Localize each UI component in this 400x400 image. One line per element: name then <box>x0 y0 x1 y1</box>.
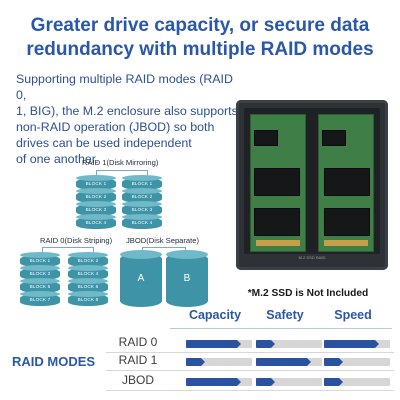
row-divider <box>106 390 394 391</box>
capacity-bar <box>186 358 252 366</box>
disk-block-label: BLOCK 3 <box>29 271 51 276</box>
header-safety: Safety <box>266 308 304 322</box>
speed-bar <box>324 378 390 386</box>
raid0-label: RAID 0(Disk Striping) <box>40 236 113 245</box>
safety-bar-fill <box>256 378 275 386</box>
disk-block-label: BLOCK 7 <box>29 297 51 302</box>
raid0-right-stack: BLOCK 2 BLOCK 4 BLOCK 6 BLOCK 8 <box>68 252 108 307</box>
capacity-bar <box>186 378 252 386</box>
ssd-chip <box>254 130 278 146</box>
disk-block: BLOCK 6 <box>68 278 108 293</box>
headline-line-1: Greater drive capacity, or secure data <box>30 15 370 36</box>
disk-block-label: BLOCK 1 <box>29 258 51 263</box>
disk-block: BLOCK 4 <box>68 265 108 280</box>
row-label: RAID 1 <box>118 353 158 367</box>
disk-block: BLOCK 4 <box>122 214 162 229</box>
raid1-right-stack: BLOCK 1 BLOCK 2 BLOCK 3 BLOCK 4 <box>122 175 162 230</box>
safety-bar-fill <box>256 340 275 348</box>
ssd-chip <box>322 130 346 146</box>
disk-block: BLOCK 1 <box>122 175 162 190</box>
raid1-label: RAID 1(Disk Mirroring) <box>82 158 159 167</box>
speed-bar-fill <box>324 378 343 386</box>
enclosure-interior <box>244 108 380 254</box>
headline-line-2: redundancy with multiple RAID modes <box>26 39 374 60</box>
disk-block: BLOCK 2 <box>122 188 162 203</box>
safety-bar <box>256 378 322 386</box>
safety-bar <box>256 358 322 366</box>
safety-bar-fill <box>256 358 311 366</box>
disk-block-label: BLOCK 8 <box>77 297 99 302</box>
disk-block-label: BLOCK 1 <box>131 181 153 186</box>
row-label: RAID 0 <box>118 335 158 349</box>
intro-line-3: non-RAID operation (JBOD) so both <box>16 120 215 134</box>
disk-block: BLOCK 1 <box>20 252 60 267</box>
disk-block: BLOCK 2 <box>76 188 116 203</box>
jbod-disk-a-label: A <box>137 273 145 284</box>
disk-block: BLOCK 2 <box>68 252 108 267</box>
intro-line-2: 1, BIG), the M.2 enclosure also supports <box>16 104 238 118</box>
raid0-left-stack: BLOCK 1 BLOCK 3 BLOCK 5 BLOCK 7 <box>20 252 60 307</box>
disk-block: BLOCK 5 <box>20 278 60 293</box>
jbod-disk-b-label: B <box>183 273 191 284</box>
jbod-label: JBOD(Disk Separate) <box>126 236 200 245</box>
capacity-bar-fill <box>186 340 241 348</box>
disk-block-label: BLOCK 4 <box>85 220 107 225</box>
header-speed: Speed <box>334 308 372 322</box>
disk-block-label: BLOCK 4 <box>131 220 153 225</box>
disk-block-label: BLOCK 2 <box>77 258 99 263</box>
intro-line-4: drives can be used independent <box>16 136 192 150</box>
disk-block: BLOCK 8 <box>68 291 108 306</box>
ssd-chip <box>254 208 300 236</box>
disk-block: BLOCK 1 <box>76 175 116 190</box>
disk-block-label: BLOCK 1 <box>85 181 107 186</box>
jbod-disk-a: A <box>120 250 162 307</box>
disk-block-label: BLOCK 2 <box>131 194 153 199</box>
disk-block: BLOCK 3 <box>76 201 116 216</box>
ssd-not-included-note: *M.2 SSD is Not Included <box>247 288 369 299</box>
enclosure-model-text: M.2 SSD RAID <box>298 255 326 260</box>
speed-bar-fill <box>324 358 343 366</box>
capacity-bar <box>186 340 252 348</box>
raid1-left-stack: BLOCK 1 BLOCK 2 BLOCK 3 BLOCK 4 <box>76 175 116 230</box>
safety-bar <box>256 340 322 348</box>
speed-bar <box>324 358 390 366</box>
disk-block: BLOCK 3 <box>122 201 162 216</box>
header-capacity: Capacity <box>188 308 242 322</box>
raid1-bracket <box>96 170 148 176</box>
m2-enclosure-image <box>236 100 388 270</box>
disk-block-label: BLOCK 4 <box>77 271 99 276</box>
disk-block-label: BLOCK 3 <box>85 207 107 212</box>
ssd-chip <box>324 208 370 236</box>
disk-block: BLOCK 3 <box>20 265 60 280</box>
headline: Greater drive capacity, or secure data r… <box>0 14 400 62</box>
disk-block: BLOCK 4 <box>76 214 116 229</box>
header-divider <box>170 328 392 329</box>
ssd-chip <box>324 168 370 196</box>
disk-block-label: BLOCK 6 <box>77 284 99 289</box>
raid-modes-label: RAID MODES <box>12 354 96 369</box>
intro-line-1: Supporting multiple RAID modes (RAID 0, <box>16 72 233 102</box>
disk-block: BLOCK 7 <box>20 291 60 306</box>
ssd-chip <box>254 168 300 196</box>
raid0-bracket <box>42 247 94 253</box>
disk-block-label: BLOCK 2 <box>85 194 107 199</box>
ssd-connector <box>256 240 300 246</box>
jbod-disk-b: B <box>166 250 208 307</box>
row-divider <box>106 352 394 353</box>
row-divider <box>106 370 394 371</box>
speed-bar <box>324 340 390 348</box>
disk-block-label: BLOCK 3 <box>131 207 153 212</box>
capacity-bar-fill <box>186 358 205 366</box>
disk-block-label: BLOCK 5 <box>29 284 51 289</box>
intro-paragraph: Supporting multiple RAID modes (RAID 0, … <box>16 71 241 167</box>
capacity-bar-fill <box>186 378 241 386</box>
intro-line-5: of one another. <box>16 152 99 166</box>
ssd-connector <box>324 240 368 246</box>
row-label: JBOD <box>121 373 154 387</box>
speed-bar-fill <box>324 340 379 348</box>
